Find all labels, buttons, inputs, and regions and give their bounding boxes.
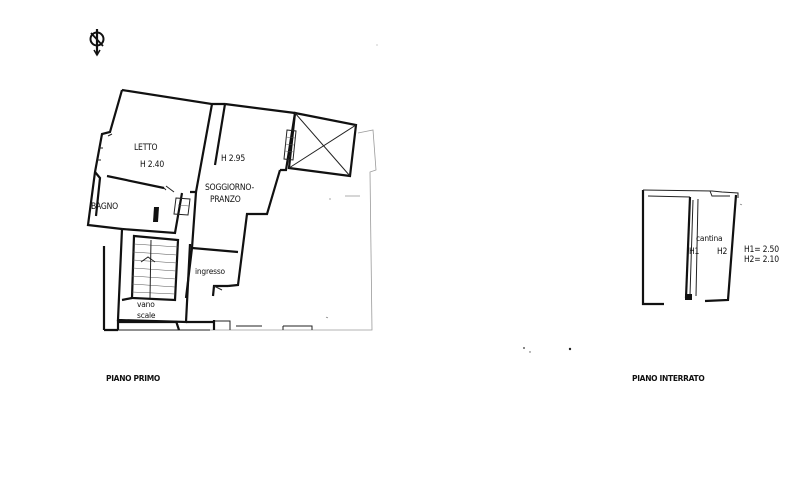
caption-piano-interrato: PIANO INTERRATO <box>632 374 704 383</box>
label-h1-mark: H1 <box>689 247 700 257</box>
label-scale: scale <box>137 311 156 320</box>
basement-plan <box>641 189 743 306</box>
label-h2-mark: H2 <box>717 247 728 257</box>
label-cantina: cantina <box>696 234 722 243</box>
letto-walls <box>121 88 214 194</box>
soggiorno-walls <box>224 102 297 172</box>
label-letto-height: H 2.40 <box>140 160 164 170</box>
label-h2-value: H2= 2.10 <box>744 255 779 265</box>
label-bagno: BAGNO <box>91 202 118 212</box>
caption-piano-primo: PIANO PRIMO <box>106 374 160 383</box>
bagno-walls <box>94 171 184 235</box>
label-letto: LETTO <box>134 143 157 153</box>
label-h1-value: H1= 2.50 <box>744 245 779 255</box>
stair-void-top <box>283 111 358 178</box>
label-soggiorno-height: H 2.95 <box>221 154 245 164</box>
first-floor-plan <box>86 88 377 332</box>
label-vano: vano <box>137 300 155 309</box>
scan-specks <box>376 44 572 353</box>
label-soggiorno: SOGGIORNO- <box>205 183 254 193</box>
label-ingresso: ingresso <box>195 267 226 276</box>
compass-north-icon <box>89 29 105 57</box>
label-pranzo: PRANZO <box>210 195 241 205</box>
